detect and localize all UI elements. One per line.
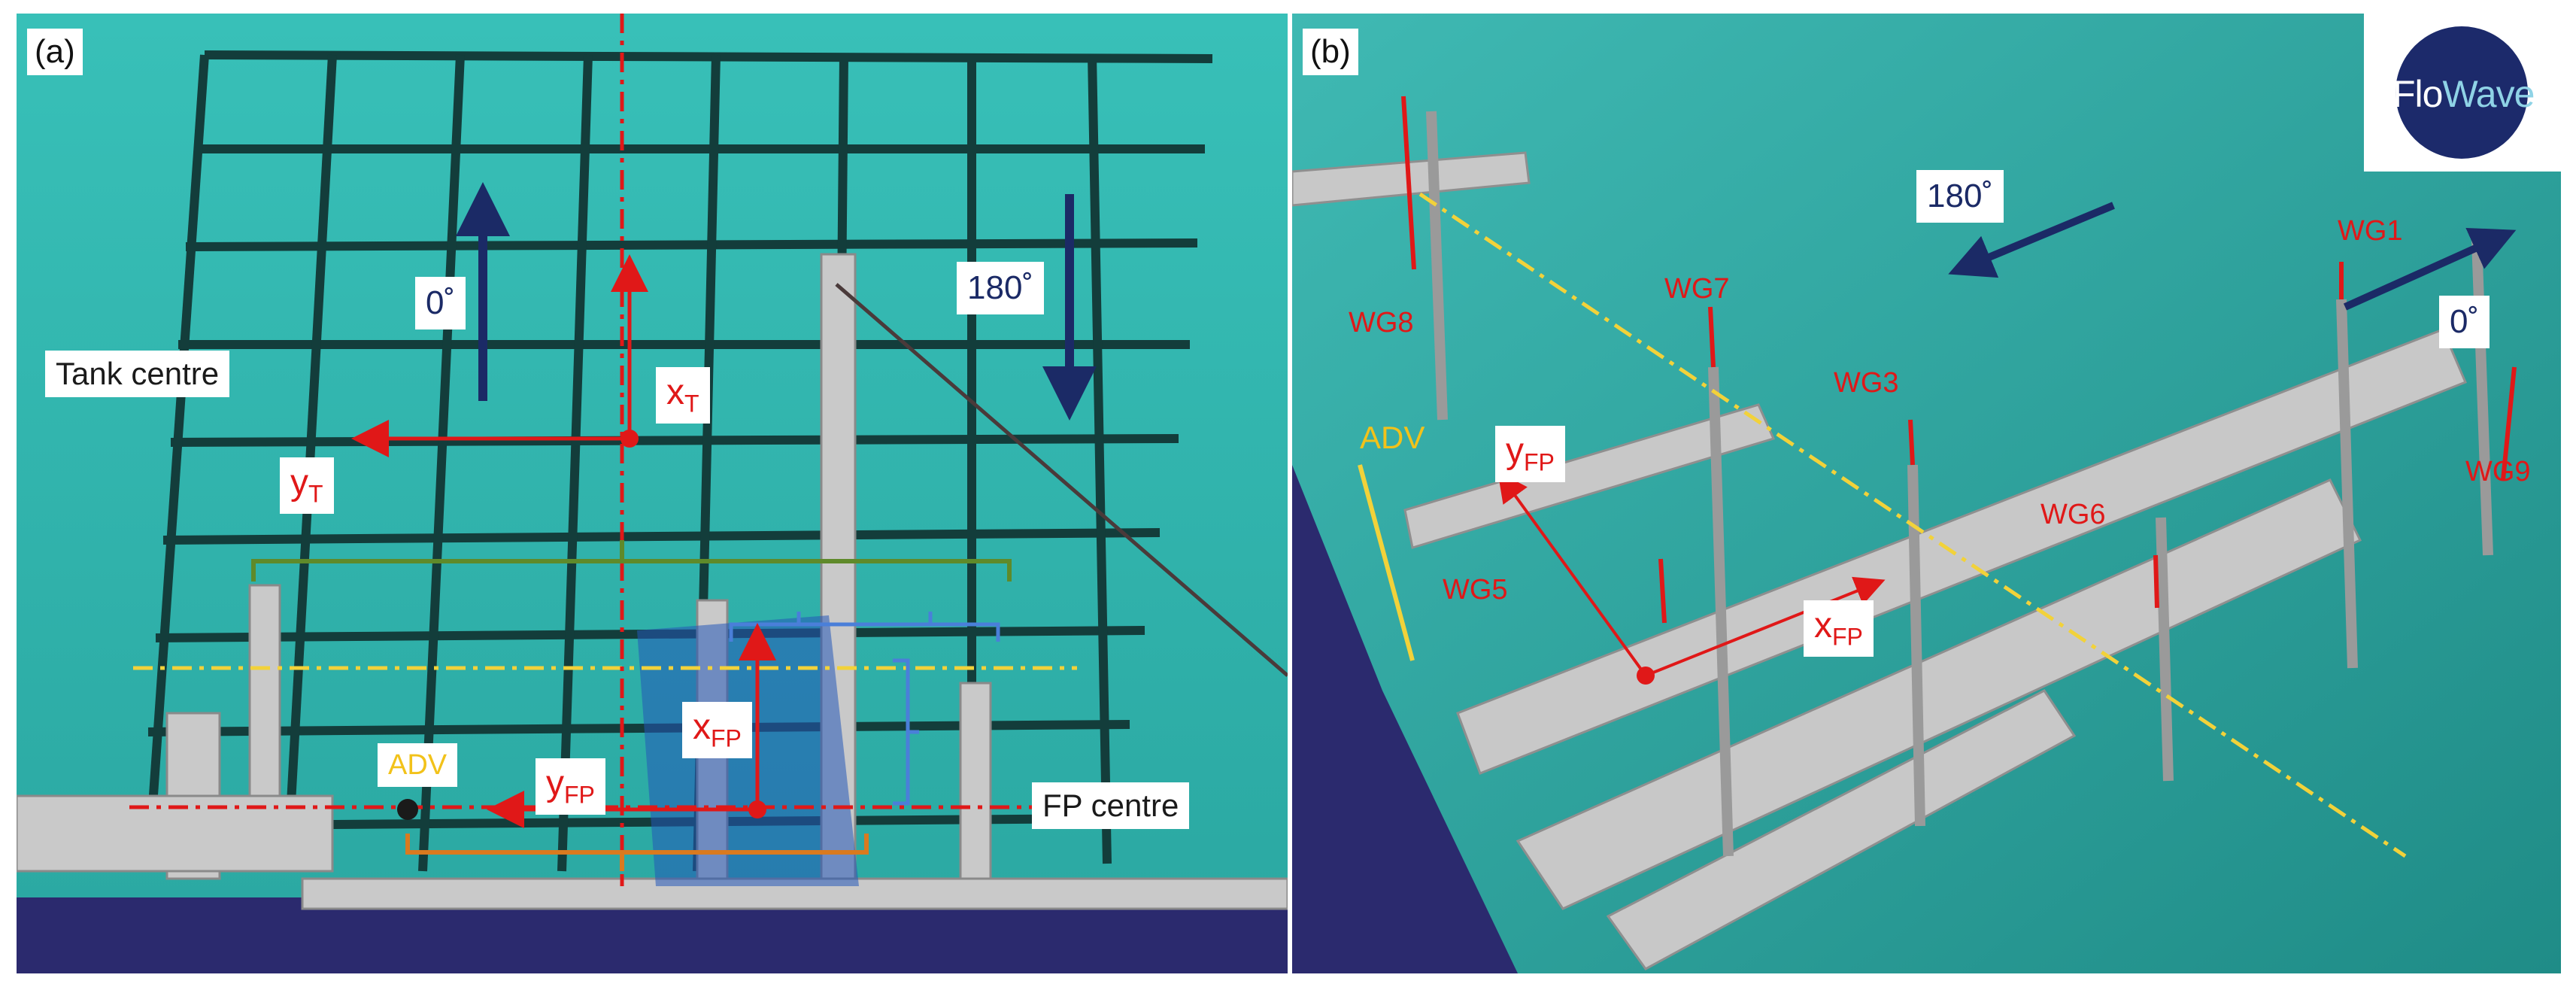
flowave-logo-mark	[2395, 26, 2528, 159]
adv-cable	[1358, 464, 1415, 661]
yellow-reference-line-b	[1418, 192, 2407, 858]
panel-b-tag: (b)	[1303, 29, 1358, 75]
flowave-logo: FloWave	[2364, 14, 2561, 172]
y-t-label: yT	[280, 457, 334, 514]
y-fp-label-b: yFP	[1495, 426, 1565, 482]
green-bracket	[251, 540, 1012, 582]
wg8-label: WG8	[1349, 307, 1414, 339]
wave-gauges	[1401, 96, 2517, 624]
mooring-line	[835, 283, 1288, 677]
fp-centre-point-b	[1637, 667, 1655, 685]
wg3-label: WG3	[1834, 367, 1899, 399]
deg-180-label-b: 180˚	[1916, 170, 2004, 223]
adv-label: ADV	[378, 743, 458, 787]
orange-bracket	[405, 834, 869, 871]
tank-centre-label: Tank centre	[45, 351, 230, 397]
panel-b-scene	[1292, 14, 2561, 973]
panel-b-photo: (b) FloWave 180˚ 0˚ WG1 WG3 WG5 WG6 WG7 …	[1292, 14, 2561, 973]
x-t-label: xT	[656, 367, 710, 424]
adv-probe	[397, 799, 418, 820]
wg5-label: WG5	[1443, 574, 1508, 606]
x-fp-label-b: xFP	[1804, 600, 1874, 657]
x-fp-label: xFP	[682, 702, 752, 758]
panel-a-scene	[17, 14, 1288, 973]
blue-bracket-side	[893, 658, 919, 806]
wg7-label: WG7	[1664, 273, 1730, 305]
fp-centre-label: FP centre	[1032, 782, 1190, 829]
tank-wall-b	[1292, 465, 1518, 973]
panel-a-photo: (a) Tank centre FP centre 0˚ 180˚ ADV xT…	[17, 14, 1288, 973]
deg-0-label: 0˚	[415, 277, 466, 329]
y-fp-label: yFP	[536, 758, 605, 815]
wg9-label: WG9	[2465, 456, 2531, 487]
adv-label-b: ADV	[1360, 420, 1425, 455]
tank-edge	[17, 897, 1288, 973]
panel-a-tag: (a)	[27, 29, 83, 75]
blue-bracket-top	[729, 612, 1000, 642]
fp-centre-point	[748, 800, 766, 818]
arrow-180-deg-b	[1948, 202, 2115, 278]
tank-centre-point	[620, 430, 639, 448]
wg1-label: WG1	[2338, 215, 2403, 247]
deg-180-label: 180˚	[957, 262, 1045, 314]
logo-text: FloWave	[2392, 73, 2535, 115]
y-fp-arrow-b	[1497, 471, 1647, 677]
arrow-0-deg-b	[2343, 227, 2517, 311]
wg6-label: WG6	[2040, 499, 2106, 530]
deg-0-label-b: 0˚	[2439, 296, 2490, 348]
